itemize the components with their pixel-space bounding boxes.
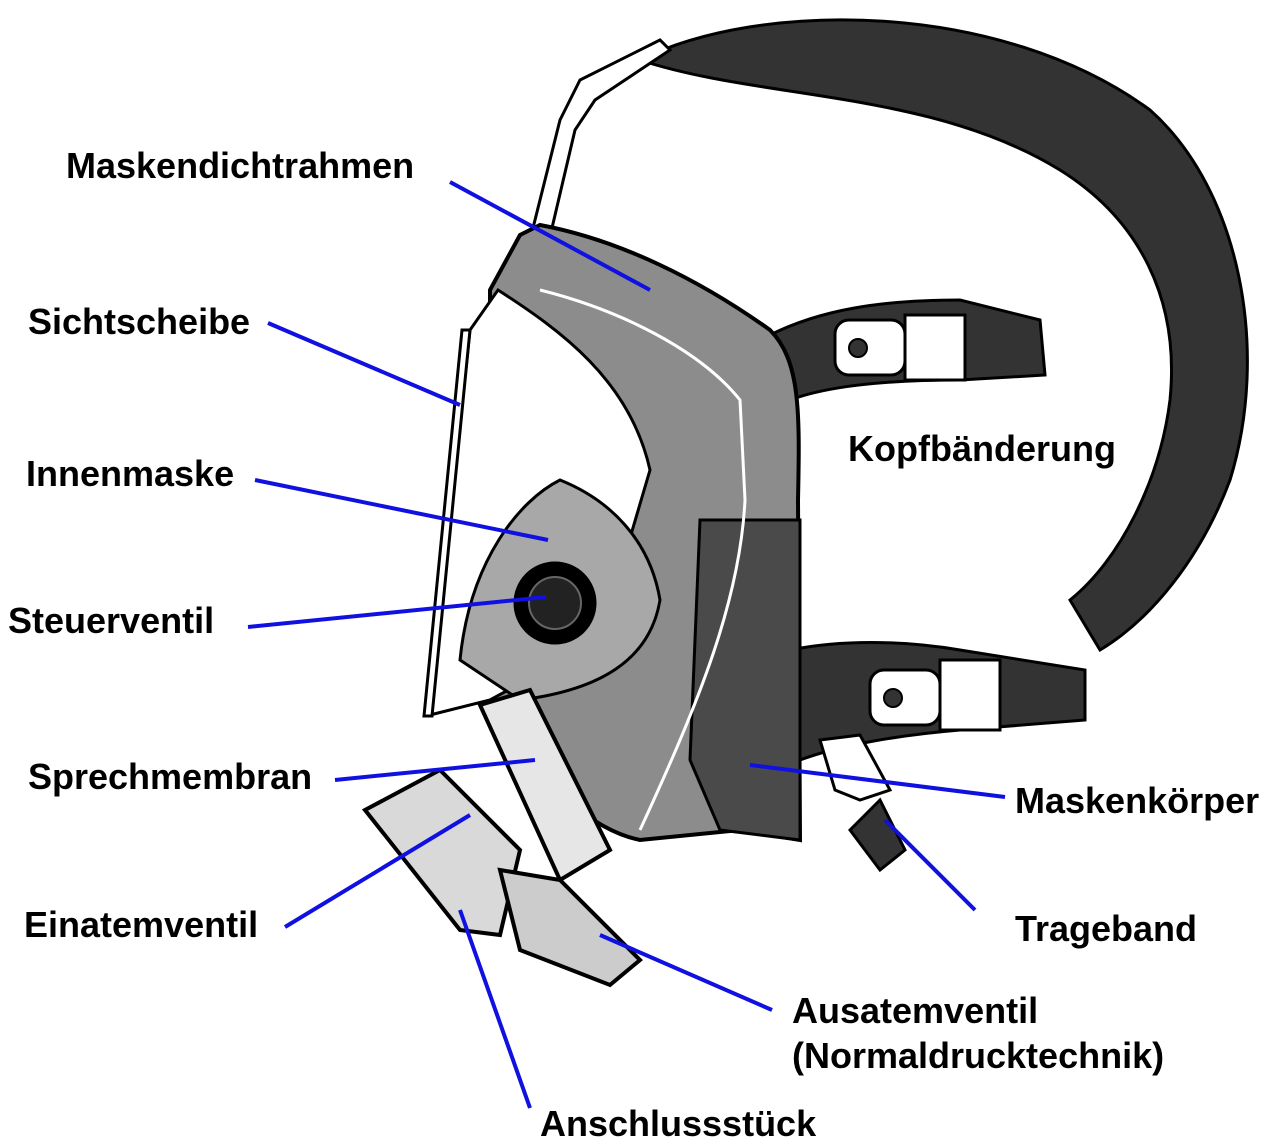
lower-buckle-clip — [940, 660, 1000, 730]
leader-sichtscheibe — [268, 323, 460, 405]
label-trageband: Trageband — [1015, 908, 1197, 950]
top-thin-strap — [530, 40, 670, 245]
control-valve-inner — [529, 577, 581, 629]
upper-buckle — [835, 320, 905, 375]
lower-buckle-hole — [884, 689, 902, 707]
connection-piece — [365, 770, 520, 935]
mask-body-group — [365, 225, 800, 985]
label-kopfbaenderung: Kopfbänderung — [848, 428, 1116, 470]
label-einatemventil: Einatemventil — [24, 904, 258, 946]
label-maskenkoerper: Maskenkörper — [1015, 780, 1259, 822]
label-anschlussstueck: Anschlussstück — [540, 1103, 816, 1145]
lower-buckle — [870, 670, 940, 725]
mask-body-dark — [690, 520, 800, 840]
leader-trageband — [885, 820, 975, 910]
label-innenmaske: Innenmaske — [26, 453, 234, 495]
upper-buckle-clip — [905, 315, 965, 380]
label-steuerventil: Steuerventil — [8, 600, 214, 642]
label-maskendichtrahmen: Maskendichtrahmen — [66, 145, 414, 187]
label-sichtscheibe: Sichtscheibe — [28, 301, 250, 343]
carrying-buckle — [820, 735, 890, 800]
label-sprechmembran: Sprechmembran — [28, 756, 312, 798]
carrying-strap — [850, 800, 905, 870]
exhalation-housing — [500, 870, 640, 985]
label-ausatemventil-line1: Ausatemventil — [792, 990, 1038, 1032]
upper-buckle-hole — [849, 339, 867, 357]
label-ausatemventil-line2: (Normaldrucktechnik) — [792, 1035, 1164, 1077]
